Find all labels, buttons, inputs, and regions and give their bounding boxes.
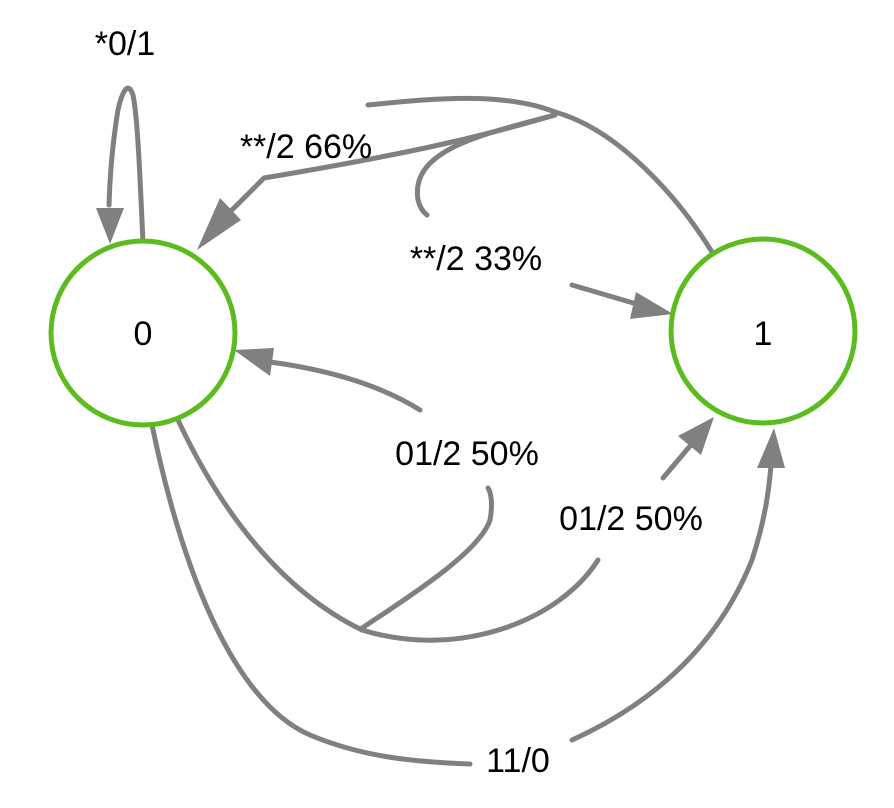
- edge-path-label-to-0: [267, 359, 423, 413]
- edge-self-loop-0: [96, 85, 146, 245]
- state-node-1[interactable]: 1: [668, 236, 858, 426]
- state-circle-0: [48, 238, 238, 428]
- edge-path-11-to-1: [569, 462, 774, 743]
- arrowhead-split-to-0: [197, 198, 241, 250]
- edge-label-0-to-1-split: 01/2 50%: [559, 500, 703, 538]
- edge-label-0-to-1-direct: 11/0: [486, 742, 550, 780]
- edge-path-0-to-split: [175, 417, 365, 633]
- arrowhead-33-to-1: [630, 292, 673, 319]
- edge-path-0-to-1-direct: [149, 422, 473, 767]
- edge-path-split-to-1-fwd: [359, 557, 601, 643]
- arrowhead-to-0-back: [234, 348, 274, 376]
- arrowhead-to-1-fwd: [678, 417, 714, 455]
- edge-path-1-to-split: [365, 95, 715, 255]
- edge-path-split-to-0-back: [359, 485, 494, 631]
- state-node-0[interactable]: 0: [48, 238, 238, 428]
- edge-1-split: [197, 95, 715, 319]
- edge-label-1-to-0: **/2 66%: [240, 128, 372, 166]
- edge-path-self-loop-0: [106, 85, 146, 245]
- edge-path-split-to-1-loop: [414, 112, 558, 218]
- edge-label-1-to-1: **/2 33%: [410, 240, 542, 278]
- edge-0-split: [175, 348, 714, 643]
- edge-label-self-loop-0: *0/1: [95, 25, 156, 63]
- edge-label-0-to-0-split: 01/2 50%: [395, 435, 539, 473]
- edge-path-33-to-1: [569, 282, 643, 308]
- state-label-1: 1: [754, 315, 773, 353]
- arrowhead-self-loop-0: [96, 208, 124, 244]
- arrowhead-0-to-1-direct: [757, 428, 785, 468]
- edge-path-label-to-1: [660, 443, 693, 481]
- state-circle-1: [668, 236, 858, 426]
- edge-0-to-1-direct: [149, 422, 785, 767]
- state-label-0: 0: [134, 315, 153, 353]
